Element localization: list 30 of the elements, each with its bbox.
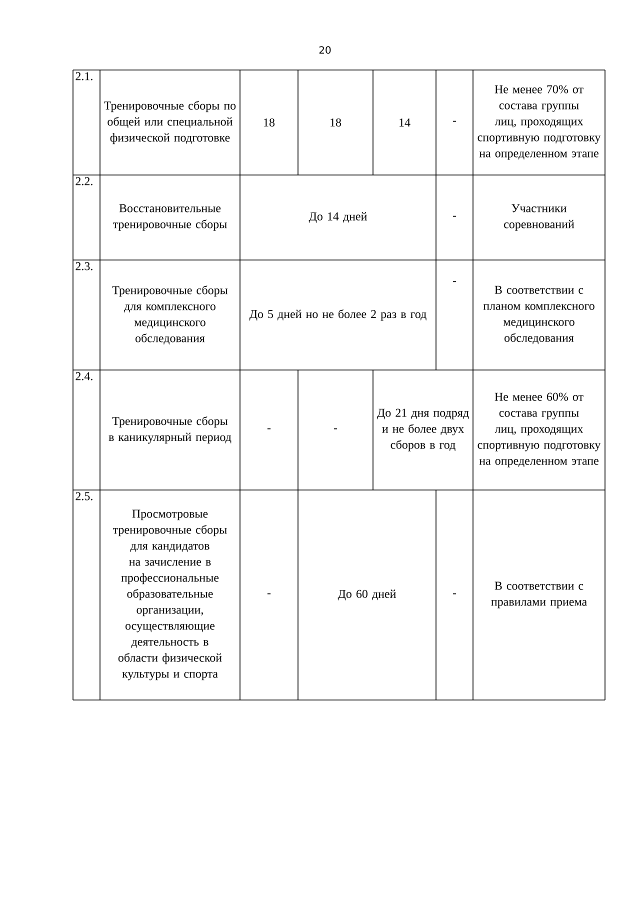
row-number: 2.4. (76, 372, 92, 380)
duration-value: - (452, 216, 456, 217)
duration-value: 18 (264, 118, 275, 127)
activity-name: Тренировочные сборы по общей или специальной физической подготовке (104, 100, 236, 144)
participants-note: Участники соревнований (504, 204, 574, 231)
activity-name: Восстановительные тренировочные сборы (113, 204, 227, 231)
duration-value: - (452, 281, 456, 282)
row-number: 2.3. (76, 262, 92, 270)
duration-value: До 21 дня подряд и не более двух сборов в год (377, 408, 469, 452)
row-number: 2.1. (76, 72, 92, 80)
duration-value: - (267, 593, 271, 594)
duration-value: 14 (400, 118, 410, 126)
row-number: 2.2. (76, 177, 92, 186)
duration-value: - (452, 593, 456, 594)
participants-note: Не менее 70% от состава группы лиц, проходящих спортивную подготовку на определенном этапе (478, 85, 601, 160)
activity-name: Тренировочные сборы в каникулярный период (108, 416, 232, 444)
duration-value: - (334, 428, 338, 430)
participants-note: В соответствии с планом комплексного медицинского обследования (483, 286, 594, 344)
row-number: 2.5. (76, 492, 92, 500)
duration-value: До 14 дней (308, 212, 367, 223)
participants-note: В соответствии с правилами приема (491, 582, 587, 608)
activity-name: Тренировочные сборы для комплексного медицинского обследования (112, 286, 228, 344)
duration-value: До 60 дней (338, 590, 396, 600)
participants-note: Не менее 60% от состава группы лиц, проходящих спортивную подготовку на определенном этапе (478, 392, 601, 468)
activity-name: Просмотровые тренировочные сборы для кандидатов на зачисление в профессиональные образовательные организации, осуществляющие деятельность в области физической культуры и спорта (113, 510, 227, 680)
duration-value: До 5 дней но не более 2 раз в год (249, 309, 426, 321)
duration-value: 18 (330, 118, 342, 127)
page-number: 20 (319, 46, 331, 54)
duration-value: - (267, 428, 271, 430)
duration-value: - (452, 120, 456, 122)
